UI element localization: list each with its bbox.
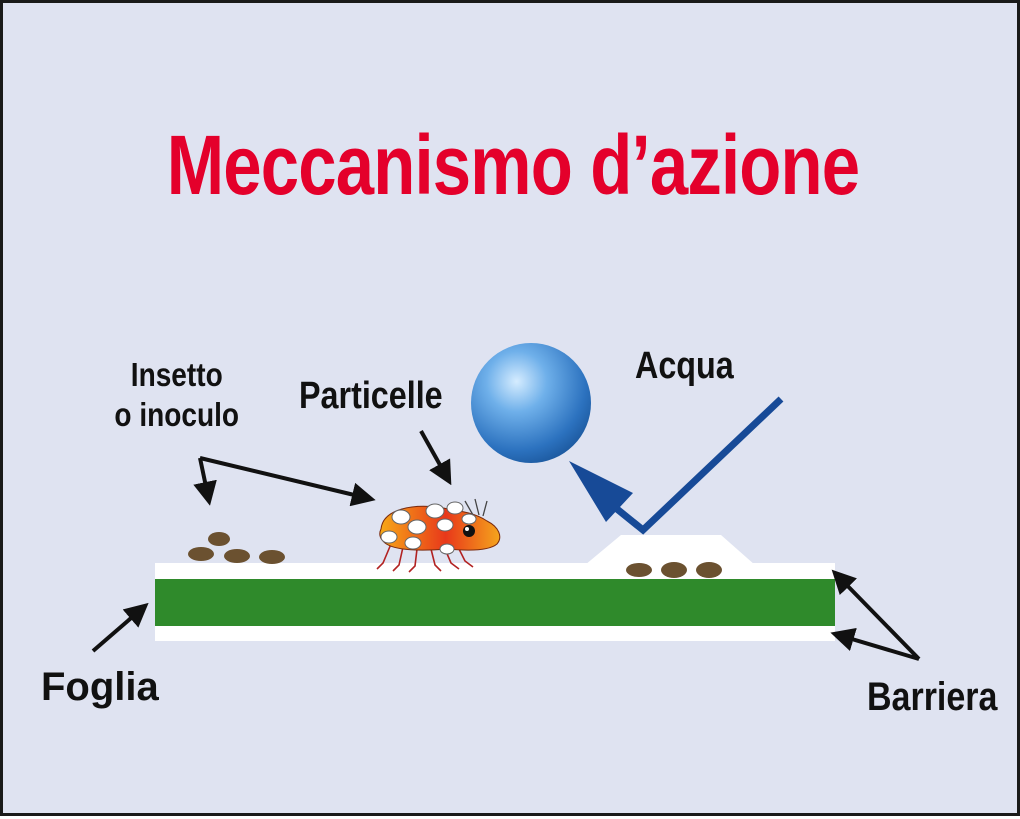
diagram-title: Meccanismo d’azione — [166, 118, 860, 212]
leaf-label: Foglia — [41, 665, 159, 709]
particles-label: Particelle — [299, 375, 443, 417]
diagram-illustration — [91, 343, 921, 661]
insect-label: Insetto o inoculo — [113, 355, 241, 435]
trapped-inoculum-icon — [626, 562, 722, 578]
insect-label-line1: Insetto — [130, 356, 223, 393]
barrier-label: Barriera — [867, 675, 998, 719]
arrow-icon — [193, 457, 217, 506]
pointer-arrows — [91, 430, 921, 661]
arrow-icon — [419, 430, 452, 486]
arrow-icon — [91, 602, 149, 653]
water-arrow-icon — [569, 396, 784, 535]
arrow-icon — [199, 456, 376, 507]
insect-label-line2: o inoculo — [114, 396, 240, 433]
leaf-layer — [155, 579, 835, 626]
water-drop-icon — [471, 343, 591, 463]
inoculum-spore-icon — [188, 532, 285, 564]
arrow-icon — [831, 569, 921, 661]
water-label: Acqua — [635, 345, 734, 387]
arrow-icon — [830, 627, 920, 661]
insect-icon — [376, 498, 501, 573]
